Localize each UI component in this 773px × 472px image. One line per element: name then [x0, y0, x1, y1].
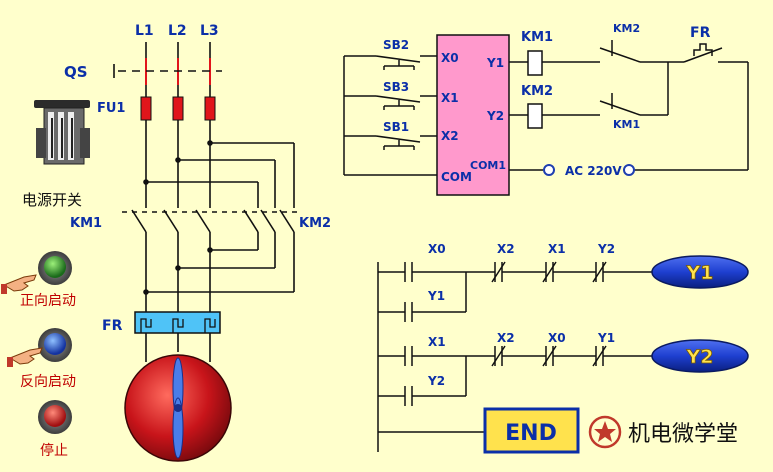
- button-label: SB1: [383, 120, 409, 134]
- stop-label: 停止: [40, 442, 68, 459]
- contact-label: Y2: [427, 374, 445, 388]
- coil-km2-label: KM2: [521, 84, 553, 99]
- supply-label: AC 220V: [565, 164, 622, 178]
- reverse-start-button[interactable]: [38, 328, 72, 362]
- phase-label: L3: [200, 23, 219, 39]
- coil-y2-text: Y2: [686, 346, 714, 368]
- contact-label: Y2: [597, 242, 615, 256]
- pointing-hand-icon: [1, 274, 37, 294]
- output-y1: Y1: [486, 56, 504, 70]
- fuse-fu1: [140, 96, 216, 121]
- terminal: [623, 164, 635, 176]
- forward-start-button[interactable]: [38, 251, 72, 285]
- contact-label: X1: [428, 335, 446, 349]
- input-x2: X2: [441, 129, 459, 143]
- plc-fr-label: FR: [690, 25, 711, 41]
- contact-label: Y1: [597, 331, 615, 345]
- contact-label: X2: [497, 331, 515, 345]
- interlock-km2-label: KM2: [613, 22, 640, 35]
- fr-label: FR: [102, 318, 123, 334]
- end-text: END: [505, 421, 557, 446]
- coil-km1-label: KM1: [521, 30, 553, 45]
- reverse-start-label: 反向启动: [20, 374, 76, 390]
- contact-label: X1: [548, 242, 566, 256]
- input-x1: X1: [441, 91, 459, 105]
- plc-wiring: [343, 40, 749, 176]
- terminal: [543, 164, 555, 176]
- plc-module: [436, 34, 510, 196]
- brand-logo: 机电微学堂: [588, 415, 738, 449]
- fu1-label: FU1: [97, 101, 125, 116]
- brand-name: 机电微学堂: [628, 422, 738, 447]
- input-x0: X0: [441, 51, 459, 65]
- stop-button[interactable]: [38, 400, 72, 434]
- phase-label: L1: [135, 23, 154, 39]
- output-y2: Y2: [486, 109, 504, 123]
- button-label: SB2: [383, 38, 409, 52]
- power-switch-label: 电源开关: [22, 191, 82, 209]
- end-block: END: [483, 407, 580, 454]
- coil-km2: [527, 103, 543, 129]
- ladder-diagram: [377, 261, 652, 452]
- forward-start-label: 正向启动: [20, 293, 76, 309]
- coil-km1: [527, 50, 543, 76]
- contact-label: X2: [497, 242, 515, 256]
- km2-label: KM2: [299, 216, 331, 231]
- phase-label: L2: [168, 23, 187, 39]
- input-com: COM: [441, 170, 472, 184]
- km1-label: KM1: [70, 216, 102, 231]
- contact-label: X0: [548, 331, 566, 345]
- output-com1: COM1: [470, 159, 506, 172]
- contact-label: X0: [428, 242, 446, 256]
- ladder-coil-y1: Y1: [651, 255, 749, 289]
- interlock-km1-label: KM1: [613, 118, 640, 131]
- thermal-relay-fr: [134, 311, 221, 334]
- ladder-coil-y2: Y2: [651, 339, 749, 373]
- power-circuit: [113, 42, 300, 362]
- button-label: SB3: [383, 80, 409, 94]
- pointing-hand-icon: [7, 347, 43, 367]
- power-switch-icon[interactable]: [34, 100, 90, 165]
- qs-label: QS: [64, 63, 88, 81]
- contact-label: Y1: [427, 289, 445, 303]
- coil-y1-text: Y1: [686, 262, 714, 284]
- motor: [124, 354, 232, 462]
